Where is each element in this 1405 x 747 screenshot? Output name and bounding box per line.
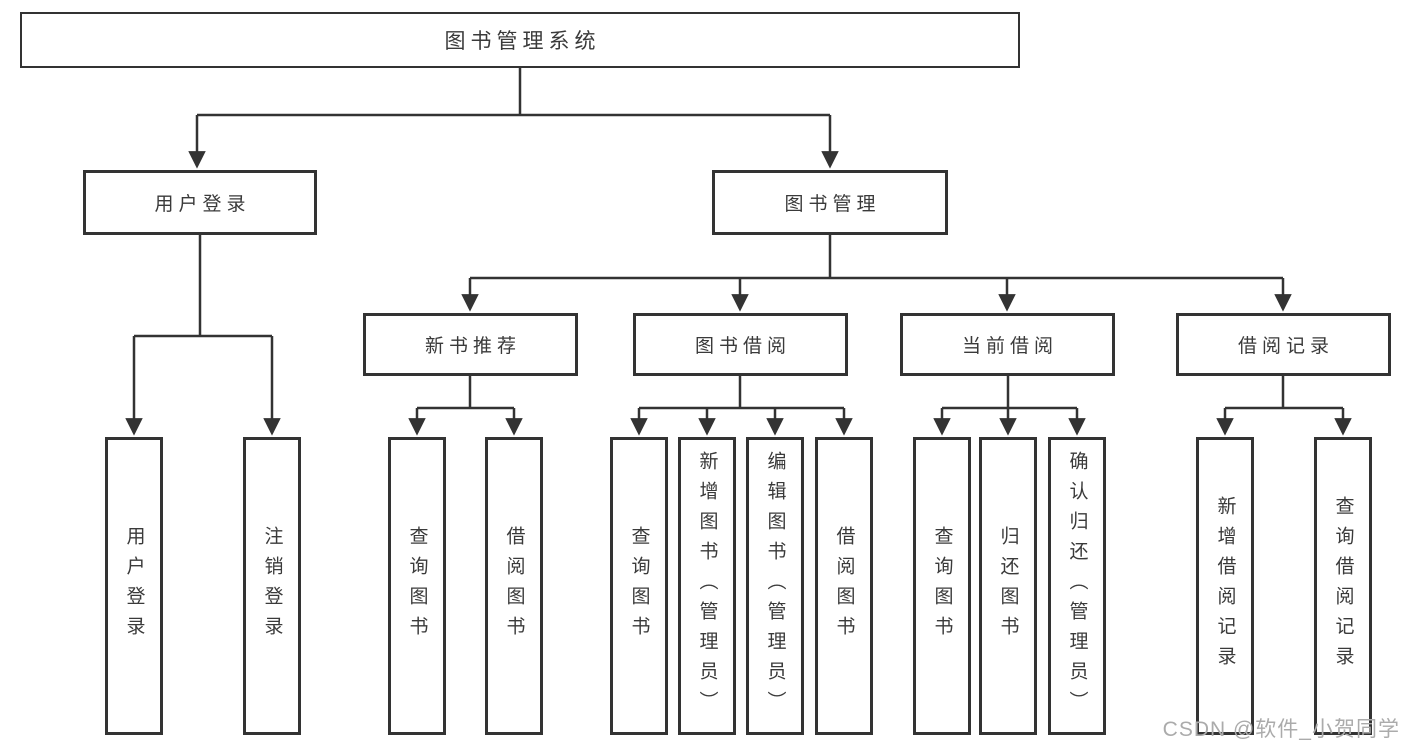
node-label: 确认归还（管理员） xyxy=(1066,451,1088,721)
node-label: 图书管理系统 xyxy=(444,30,601,53)
leaf-add-borrow-record: 新增借阅记录 xyxy=(1196,437,1254,735)
node-new-book-recommend: 新书推荐 xyxy=(363,313,578,376)
leaf-confirm-return-admin: 确认归还（管理员） xyxy=(1048,437,1106,735)
book-management-branch-wires xyxy=(461,235,1292,312)
node-book-borrow: 图书借阅 xyxy=(633,313,848,376)
leaf-query-books-recommend: 查询图书 xyxy=(388,437,446,735)
node-borrow-records: 借阅记录 xyxy=(1176,313,1391,376)
node-label: 查询图书 xyxy=(931,526,953,646)
node-label: 借阅记录 xyxy=(1237,336,1334,357)
node-label: 新书推荐 xyxy=(424,336,521,357)
user-login-branch-wires xyxy=(125,235,281,436)
node-label: 用户登录 xyxy=(154,194,251,215)
leaf-user-login: 用户登录 xyxy=(105,437,163,735)
leaf-query-borrow-record: 查询借阅记录 xyxy=(1314,437,1372,735)
leaf-edit-book-admin: 编辑图书（管理员） xyxy=(746,437,804,735)
borrow-records-wires xyxy=(1216,376,1352,436)
node-label: 新增图书（管理员） xyxy=(696,451,718,721)
current-borrow-wires xyxy=(933,376,1086,436)
leaf-query-books-borrow: 查询图书 xyxy=(610,437,668,735)
node-label: 当前借阅 xyxy=(961,336,1058,357)
node-label: 图书管理 xyxy=(784,194,881,215)
leaf-query-books-current: 查询图书 xyxy=(913,437,971,735)
node-label: 新增借阅记录 xyxy=(1214,496,1236,676)
node-label: 编辑图书（管理员） xyxy=(764,451,786,721)
node-label: 用户登录 xyxy=(123,526,145,646)
root-to-level2-wires xyxy=(188,68,839,169)
leaf-add-book-admin: 新增图书（管理员） xyxy=(678,437,736,735)
leaf-borrow-books: 借阅图书 xyxy=(815,437,873,735)
node-book-management: 图书管理 xyxy=(712,170,948,235)
node-label: 查询借阅记录 xyxy=(1332,496,1354,676)
node-label: 查询图书 xyxy=(628,526,650,646)
book-borrow-wires xyxy=(630,376,853,436)
node-library-management-system: 图书管理系统 xyxy=(20,12,1020,68)
node-label: 借阅图书 xyxy=(503,526,525,646)
node-label: 查询图书 xyxy=(406,526,428,646)
node-label: 借阅图书 xyxy=(833,526,855,646)
node-label: 归还图书 xyxy=(997,526,1019,646)
node-label: 注销登录 xyxy=(261,526,283,646)
node-current-borrow: 当前借阅 xyxy=(900,313,1115,376)
new-book-recommend-wires xyxy=(408,376,523,436)
node-label: 图书借阅 xyxy=(694,336,791,357)
node-user-login-branch: 用户登录 xyxy=(83,170,317,235)
leaf-logout: 注销登录 xyxy=(243,437,301,735)
csdn-watermark: CSDN @软件_小贺同学 xyxy=(1162,718,1400,741)
leaf-borrow-books-recommend: 借阅图书 xyxy=(485,437,543,735)
leaf-return-book: 归还图书 xyxy=(979,437,1037,735)
